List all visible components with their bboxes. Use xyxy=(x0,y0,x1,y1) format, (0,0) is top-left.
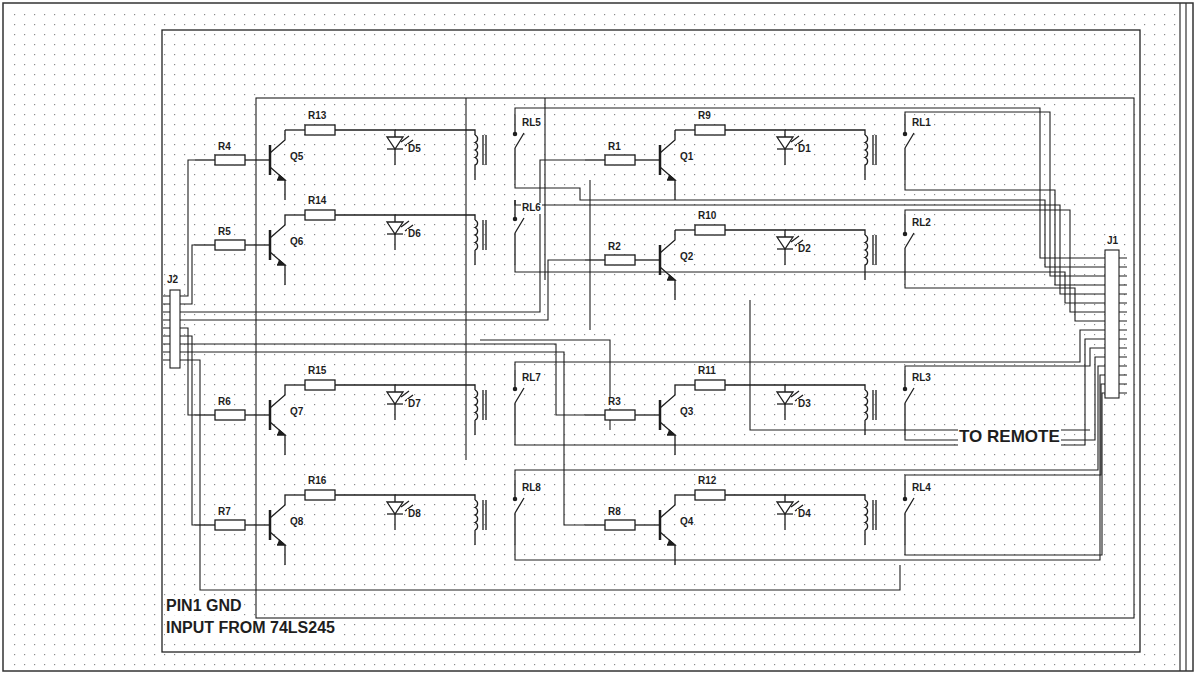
resistor-label: R6 xyxy=(217,397,232,408)
resistor-label: R10 xyxy=(697,211,717,222)
transistor-label: Q7 xyxy=(289,407,304,418)
diode-label: D4 xyxy=(797,509,812,520)
diode-label: D1 xyxy=(797,144,812,155)
transistor-label: Q8 xyxy=(289,517,304,528)
transistor-label: Q5 xyxy=(289,152,304,163)
diode-label: D7 xyxy=(407,399,422,410)
relay-label: RL5 xyxy=(521,118,542,129)
resistor-label: R3 xyxy=(607,397,622,408)
resistor-label: R1 xyxy=(607,142,622,153)
note-text: TO REMOTE xyxy=(958,428,1061,446)
resistor-label: R15 xyxy=(307,366,327,377)
relay-label: RL6 xyxy=(521,203,542,214)
resistor-label: R9 xyxy=(697,111,712,122)
resistor-label: R11 xyxy=(697,366,717,377)
note-text: INPUT FROM 74LS245 xyxy=(165,620,336,637)
resistor-label: R12 xyxy=(697,476,717,487)
diode-label: D3 xyxy=(797,399,812,410)
diode-label: D8 xyxy=(407,509,422,520)
resistor-label: R14 xyxy=(307,196,327,207)
transistor-label: Q1 xyxy=(679,152,694,163)
connector-label: J2 xyxy=(166,275,179,286)
connector-label: J1 xyxy=(1106,236,1119,247)
relay-label: RL2 xyxy=(911,218,932,229)
note-text: PIN1 GND xyxy=(165,598,243,615)
diode-label: D6 xyxy=(407,229,422,240)
resistor-label: R4 xyxy=(217,142,232,153)
relay-label: RL7 xyxy=(521,373,542,384)
transistor-label: Q6 xyxy=(289,237,304,248)
resistor-label: R5 xyxy=(217,227,232,238)
transistor-label: Q2 xyxy=(679,252,694,263)
resistor-label: R16 xyxy=(307,476,327,487)
transistor-label: Q3 xyxy=(679,407,694,418)
relay-label: RL1 xyxy=(911,118,932,129)
relay-label: RL8 xyxy=(521,483,542,494)
resistor-label: R8 xyxy=(607,507,622,518)
relay-label: RL4 xyxy=(911,483,932,494)
resistor-label: R7 xyxy=(217,507,232,518)
resistor-label: R13 xyxy=(307,111,327,122)
resistor-label: R2 xyxy=(607,242,622,253)
relay-label: RL3 xyxy=(911,373,932,384)
diode-label: D2 xyxy=(797,244,812,255)
transistor-label: Q4 xyxy=(679,517,694,528)
diode-label: D5 xyxy=(407,144,422,155)
